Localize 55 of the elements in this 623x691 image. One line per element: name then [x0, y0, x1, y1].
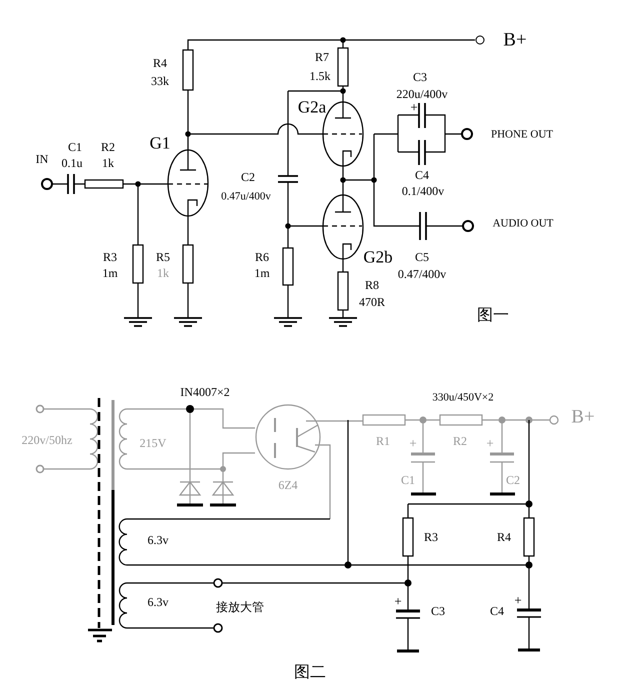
- component-label: R4: [153, 57, 167, 69]
- component-label: C3: [413, 71, 427, 83]
- component-value: 1m: [254, 267, 270, 279]
- tube-label: G2a: [298, 98, 326, 116]
- component-value: 1k: [157, 267, 169, 279]
- component-value: 1k: [102, 157, 114, 169]
- component-label: R8: [365, 279, 379, 291]
- component-label: C1: [401, 474, 415, 486]
- component-value: 470R: [359, 296, 385, 308]
- terminal-label: PHONE OUT: [490, 130, 554, 140]
- component-label: R2: [101, 141, 115, 153]
- component-label: C5: [415, 251, 429, 263]
- component-value: 0.47u/400v: [221, 192, 271, 202]
- component-label: R3: [424, 531, 438, 543]
- component-value: 0.47/400v: [398, 268, 446, 280]
- terminal-label: B+: [571, 408, 595, 426]
- component-label: R6: [255, 251, 269, 263]
- voltage-label: 6.3v: [148, 596, 168, 608]
- polarity-mark: +: [409, 436, 417, 450]
- component-value: 33k: [151, 75, 169, 87]
- component-value: 1.5k: [310, 70, 330, 82]
- component-label: IN4007×2: [180, 386, 230, 398]
- component-label: R1: [376, 435, 390, 447]
- voltage-label: 220v/50hz: [22, 434, 72, 446]
- tube-label: 6Z4: [278, 479, 298, 491]
- tube-label: G1: [150, 134, 170, 152]
- component-label: C2: [241, 171, 255, 183]
- note-text: 接放大管: [216, 601, 264, 613]
- component-label: C1: [68, 141, 82, 153]
- component-label: R4: [497, 531, 511, 543]
- polarity-mark: +: [394, 594, 402, 608]
- component-label: C3: [431, 605, 445, 617]
- voltage-label: 215V: [140, 437, 166, 449]
- component-label: C4: [415, 169, 429, 181]
- component-label: R2: [453, 435, 467, 447]
- figure-caption: 图二: [294, 664, 326, 680]
- voltage-label: 6.3v: [148, 534, 168, 546]
- component-label: R3: [103, 251, 117, 263]
- component-label: R5: [156, 251, 170, 263]
- polarity-mark: +: [486, 436, 494, 450]
- component-value: 330u/450V×2: [432, 392, 494, 404]
- terminal-label: IN: [36, 153, 48, 165]
- figure-caption: 图一: [477, 307, 509, 323]
- terminal-label: AUDIO OUT: [492, 218, 554, 230]
- component-value: 220u/400v: [396, 88, 448, 100]
- component-label: C2: [506, 474, 520, 486]
- component-label: C4: [490, 605, 504, 617]
- terminal-label: B+: [503, 30, 527, 50]
- component-value: 0.1u: [62, 157, 82, 169]
- polarity-mark: +: [410, 100, 418, 114]
- component-value: 0.1/400v: [402, 185, 444, 197]
- component-label: R7: [315, 51, 329, 63]
- polarity-mark: +: [514, 594, 522, 606]
- component-value: 1m: [102, 267, 118, 279]
- tube-label: G2b: [363, 248, 393, 266]
